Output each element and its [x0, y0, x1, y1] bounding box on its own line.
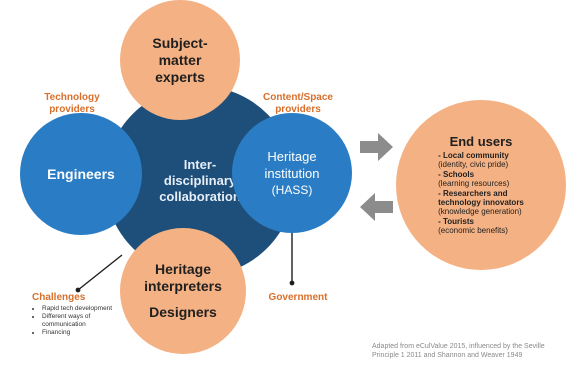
engineers-circle: Engineers: [20, 113, 142, 235]
end-user-detail: (knowledge generation): [438, 207, 522, 216]
end-user-head: - Schools: [438, 170, 475, 179]
challenges-title: Challenges: [32, 292, 86, 303]
end-user-head-cont: technology innovators: [438, 198, 524, 207]
tech-providers-line-2: providers: [49, 104, 95, 115]
engineers-label: Engineers: [47, 165, 115, 182]
challenges-list: Rapid tech development Different ways of…: [32, 305, 128, 337]
list-item: Different ways of communication: [42, 313, 128, 329]
end-user-head: - Researchers and: [438, 189, 508, 198]
government-label: Government: [268, 292, 328, 303]
experts-line-2: matter: [158, 51, 202, 68]
content-providers-line-2: providers: [275, 104, 321, 115]
list-item: Rapid tech development: [42, 305, 128, 313]
end-user-head: - Tourists: [438, 217, 474, 226]
content-space-providers-label: Content/Space providers: [250, 92, 346, 116]
experts-line-3: experts: [155, 68, 205, 85]
challenges-connector-dot: [75, 287, 81, 293]
institution-line-1: Heritage: [267, 148, 317, 164]
challenges-connector: [77, 254, 123, 291]
collaboration-line-3: collaboration: [159, 189, 241, 204]
end-user-detail: (economic benefits): [438, 226, 508, 235]
list-item: - Local community(identity, civic pride): [438, 151, 524, 169]
end-user-detail: (learning resources): [438, 179, 510, 188]
end-user-detail: (identity, civic pride): [438, 160, 509, 169]
subject-matter-experts-circle: Subject- matter experts: [120, 0, 240, 120]
interpreters-designers-circle: Heritage interpreters Designers: [120, 228, 246, 354]
designers-label: Designers: [149, 304, 217, 320]
arrow-right-icon: [360, 133, 393, 161]
institution-line-3: (HASS): [271, 182, 313, 197]
interpreters-line-2: interpreters: [144, 278, 222, 294]
government-connector-dot: [289, 280, 295, 286]
tech-providers-line-1: Technology: [44, 92, 100, 103]
institution-line-2: institution: [264, 165, 320, 181]
content-providers-line-1: Content/Space: [262, 92, 333, 103]
source-caption: Adapted from eCulValue 2015, influenced …: [372, 342, 582, 360]
list-item: Financing: [42, 329, 128, 337]
collaboration-line-2: disciplinary: [163, 173, 237, 188]
technology-providers-label: Technology providers: [30, 92, 114, 116]
heritage-institution-circle: Heritage institution (HASS): [232, 113, 352, 233]
end-user-head: - Local community: [438, 151, 509, 160]
caption-line-2: Principle 1 2011 and Shannon and Weaver …: [372, 352, 523, 359]
list-item: - Schools(learning resources): [438, 170, 524, 188]
end-users-title: End users: [449, 134, 513, 149]
experts-line-1: Subject-: [152, 34, 208, 51]
interpreters-line-1: Heritage: [154, 261, 212, 277]
arrow-left-icon: [360, 193, 393, 221]
end-users-list: - Local community(identity, civic pride)…: [438, 151, 524, 236]
caption-line-1: Adapted from eCulValue 2015, influenced …: [372, 343, 545, 350]
collaboration-line-1: Inter-: [183, 157, 217, 172]
list-item: - Tourists(economic benefits): [438, 217, 524, 235]
challenges-box: Challenges Rapid tech development Differ…: [32, 292, 128, 337]
end-users-circle: End users - Local community(identity, ci…: [396, 100, 566, 270]
